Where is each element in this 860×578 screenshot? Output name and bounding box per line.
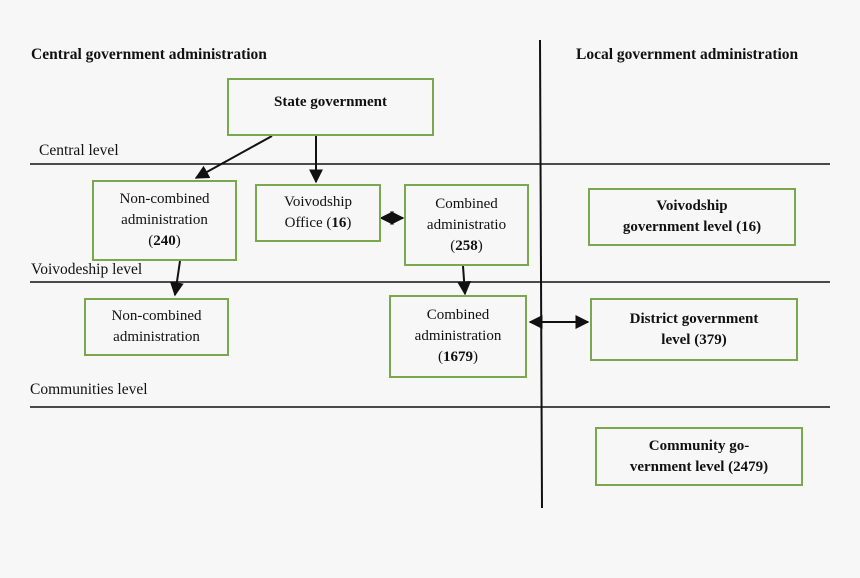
combined-258-line2: administratio: [426, 216, 507, 233]
combined-258-count: (258): [450, 237, 483, 254]
state-government-label: State government: [274, 94, 387, 110]
combined-1679-line1: Combined: [426, 307, 490, 323]
noncombined-240-line2: administration: [121, 212, 208, 228]
central-local-divider: [539, 39, 543, 509]
local-admin-heading: Local government administration: [576, 46, 799, 63]
voivodeship-level-label: Voivodeship level: [31, 261, 143, 278]
noncombined-240-count: (240): [148, 233, 181, 249]
combined-1679-line2: administration: [414, 328, 502, 344]
district-gov-line1: District government: [629, 310, 759, 327]
noncombined-lower-line1: Non-combined: [111, 308, 202, 324]
community-gov-line2: vernment level (2479): [629, 458, 769, 475]
combined-258-line1: Combined: [435, 195, 498, 212]
voivodship-office-line1: Voivodship: [283, 194, 353, 210]
noncombined-240-line1: Non-combined: [119, 191, 210, 207]
combined-administration-258-box: Combined administratio (258): [404, 184, 529, 266]
combined-administration-1679-box: Combined administration (1679): [389, 295, 527, 378]
arrow-noncombined-down: [169, 260, 184, 297]
voivodship-gov-line1: Voivodship: [656, 198, 728, 214]
noncombined-administration-lower-box: Non-combined administration: [84, 298, 229, 356]
voivodship-government-level-box: Voivodship government level (16): [588, 188, 796, 246]
central-admin-heading: Central government administration: [31, 46, 267, 63]
community-government-level-box: Community go- vernment level (2479): [595, 427, 803, 486]
voivodship-office-line2: Office (16): [284, 215, 352, 231]
district-government-level-box: District government level (379): [590, 298, 798, 361]
central-level-label: Central level: [39, 142, 119, 159]
voivodship-gov-line2: government level (16): [622, 219, 762, 235]
voivodship-office-box: Voivodship Office (16): [255, 184, 381, 242]
state-government-box: State government: [227, 78, 434, 136]
arrow-state-to-noncombined: [194, 135, 273, 179]
noncombined-administration-240-box: Non-combined administration (240): [92, 180, 237, 261]
communities-level-label: Communities level: [30, 381, 148, 398]
arrow-combined-down: [457, 265, 472, 296]
community-gov-line1: Community go-: [648, 437, 750, 454]
district-gov-line2: level (379): [661, 331, 727, 348]
combined-1679-count: (1679): [438, 349, 478, 365]
noncombined-lower-line2: administration: [113, 329, 200, 345]
